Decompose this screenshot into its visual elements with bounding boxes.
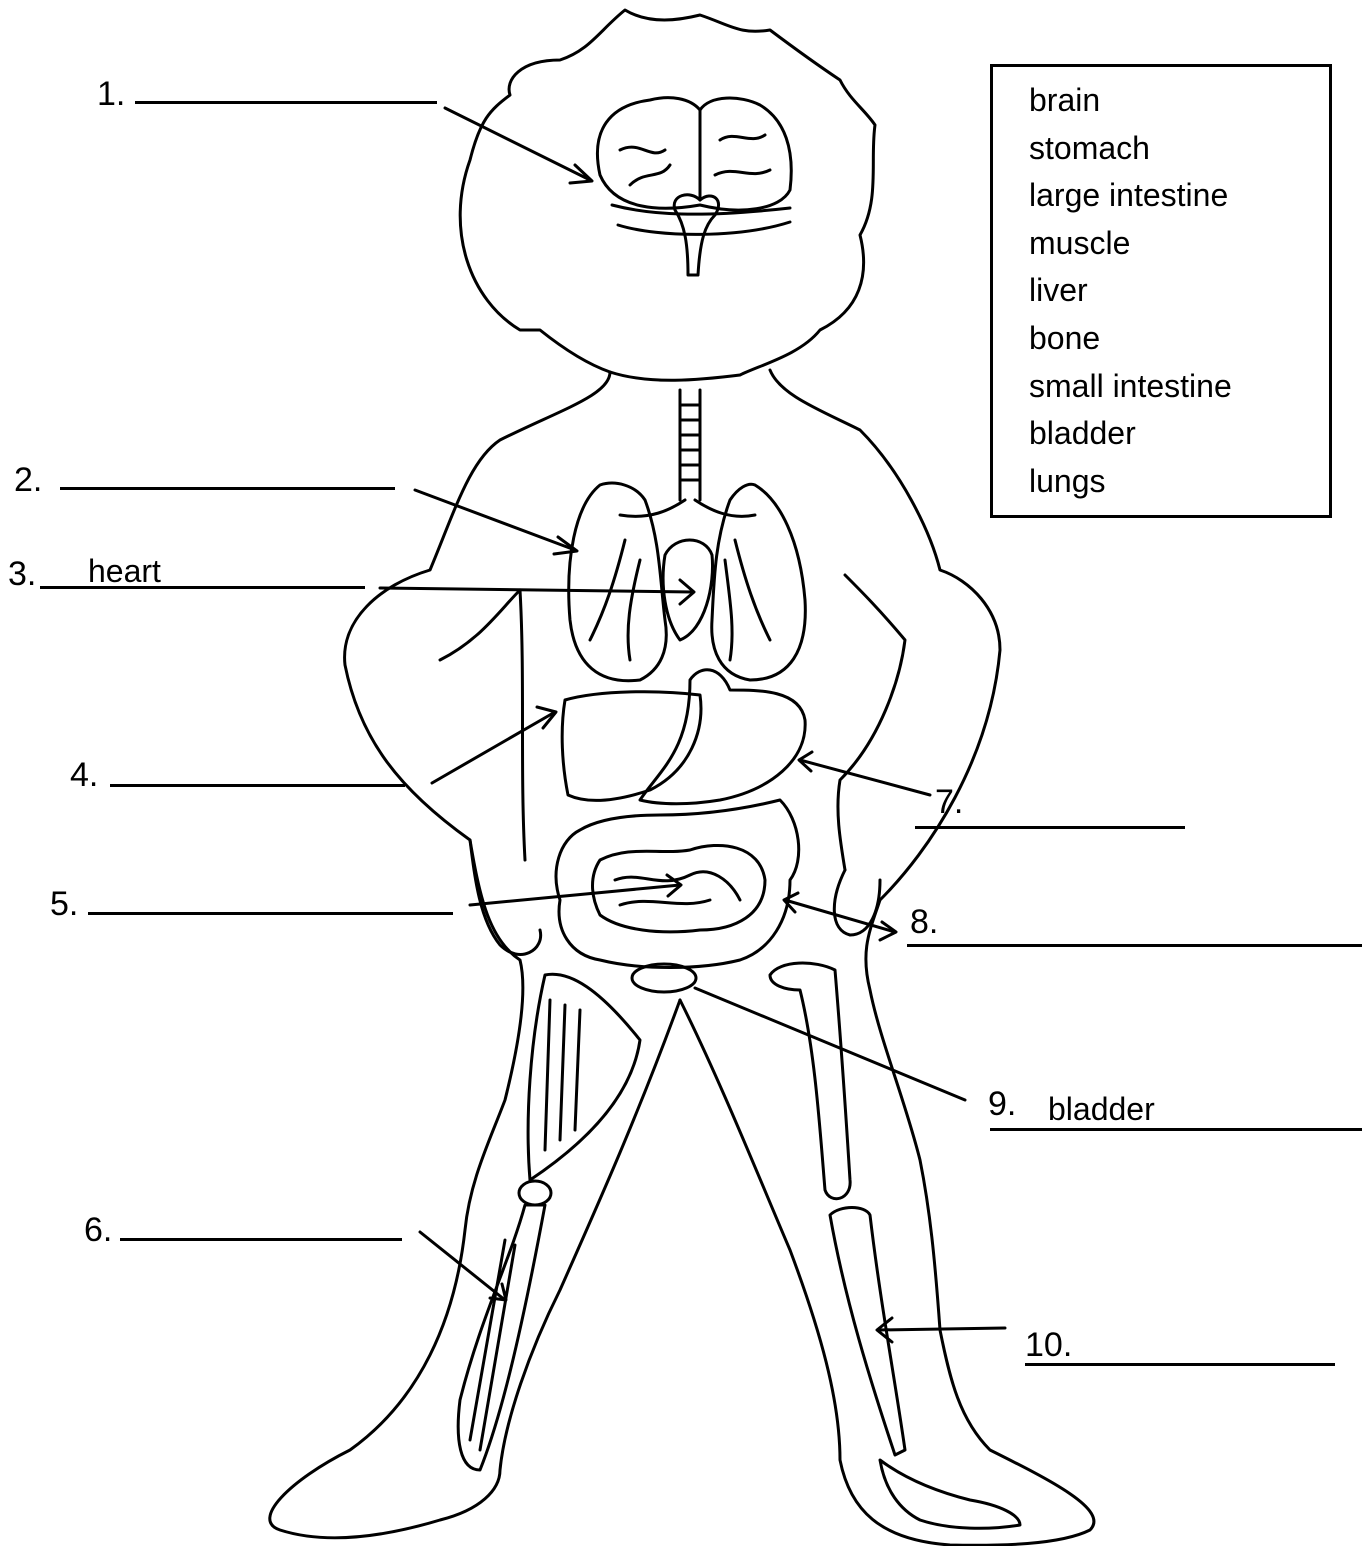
- foot-bones: [880, 1460, 1020, 1528]
- label-4-line: [110, 784, 405, 787]
- left-arm-inner: [440, 590, 525, 860]
- label-5-line: [88, 912, 453, 915]
- label-4-number: 4.: [70, 758, 98, 792]
- word-bank-item: bone: [1029, 315, 1329, 363]
- label-8-number: 8.: [910, 905, 938, 939]
- label-2-line: [60, 487, 395, 490]
- label-3-number: 3.: [8, 557, 36, 591]
- torso-outline: [270, 372, 680, 1538]
- arrow-3: [380, 580, 694, 604]
- word-bank-item: brain: [1029, 77, 1329, 125]
- label-1-line: [135, 101, 437, 104]
- word-bank-item: bladder: [1029, 410, 1329, 458]
- label-6-line: [120, 1238, 402, 1241]
- liver-drawing: [562, 692, 701, 801]
- label-7-line: [915, 826, 1185, 829]
- arrow-4: [432, 707, 556, 783]
- arrow-9: [695, 988, 965, 1100]
- stomach-drawing: [640, 670, 805, 804]
- hair-outline: [460, 10, 875, 380]
- label-1-number: 1.: [97, 77, 125, 111]
- label-6-number: 6.: [84, 1213, 112, 1247]
- label-9-answer[interactable]: bladder: [1048, 1093, 1155, 1125]
- word-bank-item: muscle: [1029, 220, 1329, 268]
- label-8-line: [907, 944, 1362, 947]
- brain-drawing: [597, 98, 791, 275]
- label-7-number: 7.: [935, 785, 963, 819]
- label-3-line: [40, 586, 365, 589]
- left-hand: [470, 840, 541, 954]
- label-3-answer[interactable]: heart: [88, 555, 161, 587]
- label-2-number: 2.: [14, 463, 42, 497]
- right-arm-inner: [838, 575, 905, 870]
- word-bank-list: brain stomach large intestine muscle liv…: [993, 67, 1329, 505]
- label-10-line: [1025, 1363, 1335, 1366]
- word-bank-item: liver: [1029, 267, 1329, 315]
- word-bank-item: stomach: [1029, 125, 1329, 173]
- knee-left: [519, 1181, 551, 1205]
- word-bank-item: lungs: [1029, 458, 1329, 506]
- label-5-number: 5.: [50, 887, 78, 921]
- word-bank: brain stomach large intestine muscle liv…: [990, 64, 1332, 518]
- lungs-drawing: [569, 483, 806, 681]
- arrow-7: [799, 752, 930, 795]
- femur: [770, 963, 850, 1199]
- word-bank-item: large intestine: [1029, 172, 1329, 220]
- label-9-number: 9.: [988, 1087, 1016, 1121]
- label-9-line: [990, 1128, 1362, 1131]
- torso-outline-right: [680, 370, 1094, 1545]
- word-bank-item: small intestine: [1029, 363, 1329, 411]
- label-10-number: 10.: [1025, 1328, 1072, 1362]
- heart-drawing: [663, 540, 712, 640]
